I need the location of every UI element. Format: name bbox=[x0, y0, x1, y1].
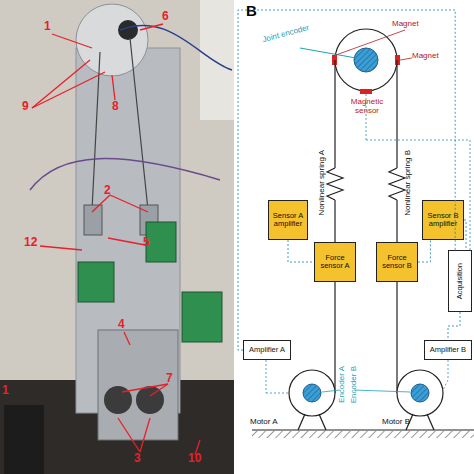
callout-number: 4 bbox=[118, 318, 125, 331]
callout-number: 1 bbox=[44, 20, 51, 33]
leader-lines bbox=[32, 24, 200, 455]
magnetic-sensor-symbol bbox=[360, 89, 372, 94]
cable bbox=[30, 159, 220, 190]
tendon-b bbox=[389, 60, 405, 393]
part-label: Nonlinear spring A bbox=[318, 150, 327, 215]
callout-number: 12 bbox=[24, 236, 37, 249]
leader-line bbox=[300, 48, 356, 58]
part-label: B bbox=[246, 3, 257, 20]
joint-pulley bbox=[335, 29, 397, 91]
motor-shaft bbox=[411, 384, 429, 402]
sensor-box: Force sensor A bbox=[314, 242, 356, 282]
part-label: Encoder B bbox=[350, 366, 359, 403]
leader-line bbox=[336, 30, 405, 55]
callout-number: 10 bbox=[188, 452, 201, 465]
part-label: Magnet bbox=[412, 52, 439, 61]
power-supply bbox=[4, 405, 44, 474]
tendon bbox=[130, 38, 148, 210]
box-label: Force sensor B bbox=[377, 254, 417, 271]
motor-stands bbox=[252, 414, 474, 430]
callout-number: 3 bbox=[134, 452, 141, 465]
part-label: Encoder A bbox=[338, 366, 347, 403]
callout-number: 8 bbox=[112, 100, 119, 113]
amplifier-box: Amplifier A bbox=[243, 340, 291, 360]
box-label: Sensor B amplifier bbox=[423, 212, 463, 229]
motor-housing bbox=[98, 330, 178, 440]
part-label: Magnetic sensor bbox=[344, 98, 390, 116]
signal-wires bbox=[266, 94, 470, 393]
callout-number: 6 bbox=[162, 10, 169, 23]
leader-line bbox=[354, 390, 410, 392]
box-label: Acquisition bbox=[456, 263, 464, 299]
wall-panel bbox=[200, 0, 234, 120]
ground-hatch bbox=[252, 431, 474, 438]
pulley-disc bbox=[76, 4, 148, 76]
acquisition-box: Acquisition bbox=[448, 250, 472, 312]
part-label: Motor B bbox=[382, 418, 410, 427]
joint-shaft bbox=[354, 48, 378, 72]
box-label: Amplifier A bbox=[249, 346, 285, 354]
part-label: Motor A bbox=[250, 418, 278, 427]
motor-pulley bbox=[397, 370, 443, 416]
pcb bbox=[182, 292, 222, 342]
callout-number: 5 bbox=[143, 236, 150, 249]
signal-connector bbox=[288, 240, 314, 262]
motor-pulley bbox=[289, 370, 335, 416]
panel-background bbox=[236, 0, 474, 474]
motor-shaft bbox=[303, 384, 321, 402]
sensor-box: Force sensor B bbox=[376, 242, 418, 282]
callout-number: 7 bbox=[166, 372, 173, 385]
box-label: Force sensor A bbox=[315, 254, 355, 271]
cable bbox=[120, 25, 232, 70]
part-label: Nonlinear spring B bbox=[404, 150, 413, 216]
part-label: Magnet bbox=[392, 20, 419, 29]
signal-connector bbox=[238, 10, 455, 350]
spring-part bbox=[84, 205, 102, 235]
amplifier-box: Sensor B amplifier bbox=[422, 200, 464, 240]
photo bbox=[0, 0, 234, 474]
signal-connector bbox=[464, 220, 466, 250]
tendon-a bbox=[327, 60, 343, 393]
wall bbox=[0, 0, 234, 474]
motor bbox=[104, 386, 132, 414]
box-label: Sensor A amplifier bbox=[269, 212, 307, 229]
callout-number: 9 bbox=[22, 100, 29, 113]
box-label: Amplifier B bbox=[430, 346, 466, 354]
signal-connector bbox=[448, 312, 460, 340]
pcb bbox=[146, 222, 176, 262]
amplifier-box: Sensor A amplifier bbox=[268, 200, 308, 240]
amplifier-box: Amplifier B bbox=[424, 340, 472, 360]
callout-number: 2 bbox=[104, 184, 111, 197]
callout-number: 1 bbox=[2, 384, 9, 397]
signal-connector bbox=[418, 240, 430, 262]
leader-line bbox=[400, 58, 412, 60]
pcb bbox=[78, 262, 114, 302]
schematic bbox=[236, 0, 474, 474]
